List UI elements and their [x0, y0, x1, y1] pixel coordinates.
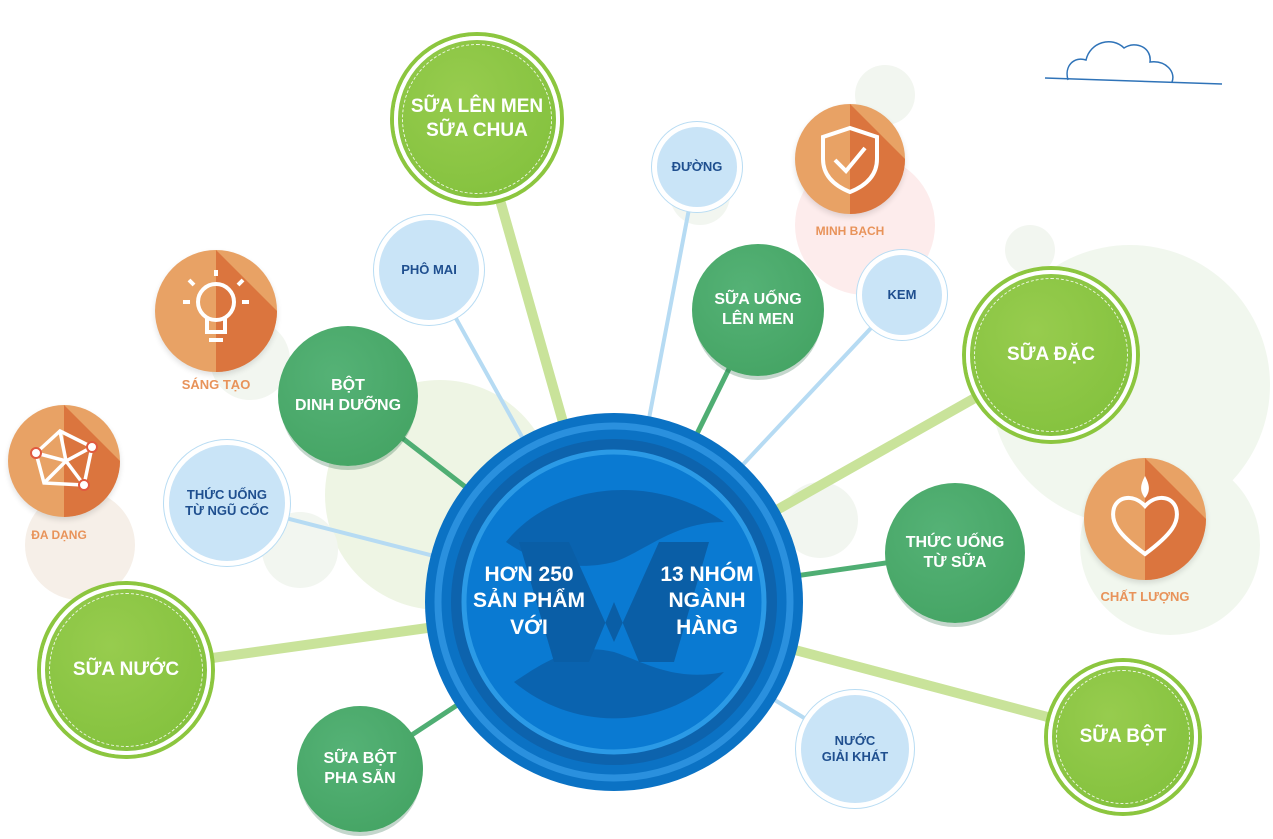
label-sang-tao: SÁNG TẠO: [181, 377, 251, 392]
network-polygon-icon: [30, 405, 120, 517]
node-thuc-uong-tu-ngu-coc[interactable]: THỨC UỐNG TỪ NGŨ CỐC: [164, 440, 290, 566]
center-hub: HƠN 250 SẢN PHẨM VỚI 13 NHÓM NGÀNH HÀNG: [424, 412, 804, 792]
node-nuoc-giai-khat[interactable]: NƯỚC GIẢI KHÁT: [796, 690, 914, 808]
node-sua-dac[interactable]: SỮA ĐẶC: [966, 270, 1136, 440]
decor-circle: [25, 490, 135, 600]
lightbulb-icon: [183, 250, 277, 372]
decor-circle: [1005, 225, 1055, 275]
label-minh-bach: MINH BẠCH: [815, 224, 885, 238]
badge-minh-bach: [795, 104, 905, 214]
badge-sang-tao: [155, 250, 277, 372]
badge-da-dang: [8, 405, 120, 517]
hub-left-text: HƠN 250 SẢN PHẨM VỚI: [472, 563, 585, 639]
node-sua-uong-len-men[interactable]: SỮA UỐNG LÊN MEN: [692, 244, 824, 376]
node-sua-bot[interactable]: SỮA BỘT: [1048, 662, 1198, 812]
hub-logo-graphic: [425, 413, 803, 791]
label-da-dang: ĐA DẠNG: [31, 528, 87, 542]
node-sua-len-men-sua-chua[interactable]: SỮA LÊN MEN SỮA CHUA: [394, 36, 560, 202]
cloud-icon: [1044, 41, 1223, 85]
shield-check-icon: [821, 104, 905, 214]
node-pho-mai[interactable]: PHÔ MAI: [374, 215, 484, 325]
badge-chat-luong: [1084, 458, 1206, 580]
heart-flame-icon: [1111, 458, 1206, 580]
hub-right-text: 13 NHÓM NGÀNH HÀNG: [660, 563, 754, 639]
node-bot-dinh-duong[interactable]: BỘT DINH DƯỠNG: [278, 326, 418, 466]
label-chat-luong: CHẤT LƯỢNG: [1100, 589, 1190, 604]
node-duong[interactable]: ĐƯỜNG: [652, 122, 742, 212]
node-kem[interactable]: KEM: [857, 250, 947, 340]
node-thuc-uong-tu-sua[interactable]: THỨC UỐNG TỪ SỮA: [885, 483, 1025, 623]
node-sua-bot-pha-san[interactable]: SỮA BỘT PHA SẴN: [297, 706, 423, 832]
node-sua-nuoc[interactable]: SỮA NƯỚC: [41, 585, 211, 755]
